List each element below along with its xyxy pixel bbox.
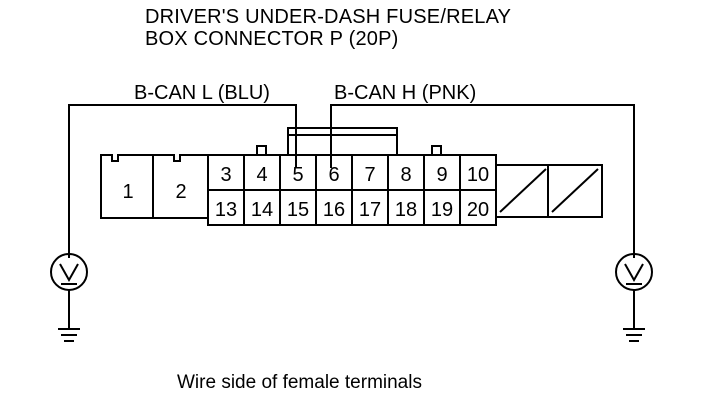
ground-icon [623,328,645,342]
terminal-6: 6 [328,164,339,186]
terminal-7: 7 [364,164,375,186]
voltmeter-icon [615,253,653,328]
terminal-8: 8 [400,164,411,186]
terminal-18: 18 [395,199,417,221]
bcan-l-label: B-CAN L (BLU) [134,82,270,104]
terminal-14: 14 [251,199,273,221]
terminal-1: 1 [122,181,133,203]
terminal-17: 17 [359,199,381,221]
terminal-16: 16 [323,199,345,221]
terminal-15: 15 [287,199,309,221]
connector-body [100,127,603,226]
terminal-labels: 1 2 3 4 5 6 7 8 9 10 13 14 15 16 17 18 1… [122,164,489,221]
diagram-title: DRIVER'S UNDER-DASH FUSE/RELAY BOX CONNE… [145,6,511,50]
terminal-3: 3 [220,164,231,186]
title-line-1: DRIVER'S UNDER-DASH FUSE/RELAY [145,6,512,28]
terminal-19: 19 [431,199,453,221]
title-line-2: BOX CONNECTOR P (20P) [145,28,399,50]
probe-wires [68,104,635,258]
voltmeter-icon [50,253,88,328]
terminal-10: 10 [467,164,489,186]
terminal-13: 13 [215,199,237,221]
terminal-20: 20 [467,199,489,221]
bcan-h-label: B-CAN H (PNK) [334,82,477,104]
terminal-2: 2 [175,181,186,203]
caption: Wire side of female terminals [177,372,422,393]
ground-icon [58,328,80,342]
terminal-9: 9 [436,164,447,186]
terminal-5: 5 [292,164,303,186]
terminal-4: 4 [256,164,267,186]
